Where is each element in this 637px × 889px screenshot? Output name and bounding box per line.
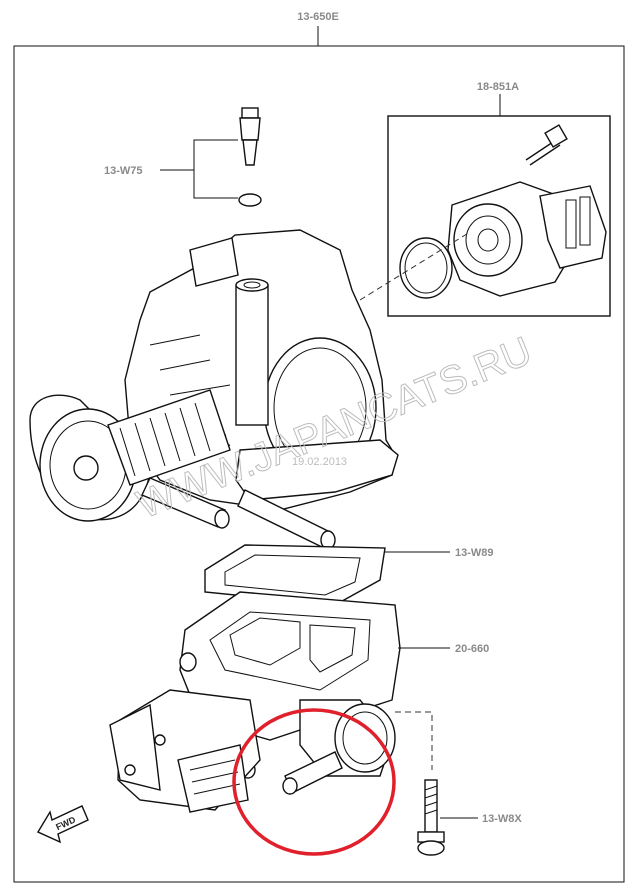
- label-housing: 20-660: [455, 643, 489, 655]
- throttle-drum: [29, 389, 231, 522]
- throttle-position-sensor: [399, 124, 607, 299]
- label-screw-seal: 13-W75: [104, 165, 143, 177]
- label-sensor-group: 18-851A: [477, 81, 519, 93]
- date-stamp: 19.02.2013: [292, 456, 347, 468]
- assembly-frame: [13, 26, 625, 883]
- sensor-detail-box: [387, 94, 611, 317]
- sensor-alignment-line: [359, 231, 471, 301]
- highlight-circle: [232, 708, 396, 856]
- bolt: [395, 711, 478, 856]
- label-gasket: 13-W89: [455, 547, 494, 559]
- label-main-assembly: 13-650E: [297, 11, 339, 23]
- label-bolt: 13-W8X: [482, 813, 522, 825]
- screw-seal-group: [160, 107, 262, 207]
- gasket: [204, 544, 450, 606]
- idle-air-motor: [109, 689, 261, 813]
- fwd-arrow-icon: [36, 805, 89, 844]
- idle-air-housing: [179, 591, 450, 795]
